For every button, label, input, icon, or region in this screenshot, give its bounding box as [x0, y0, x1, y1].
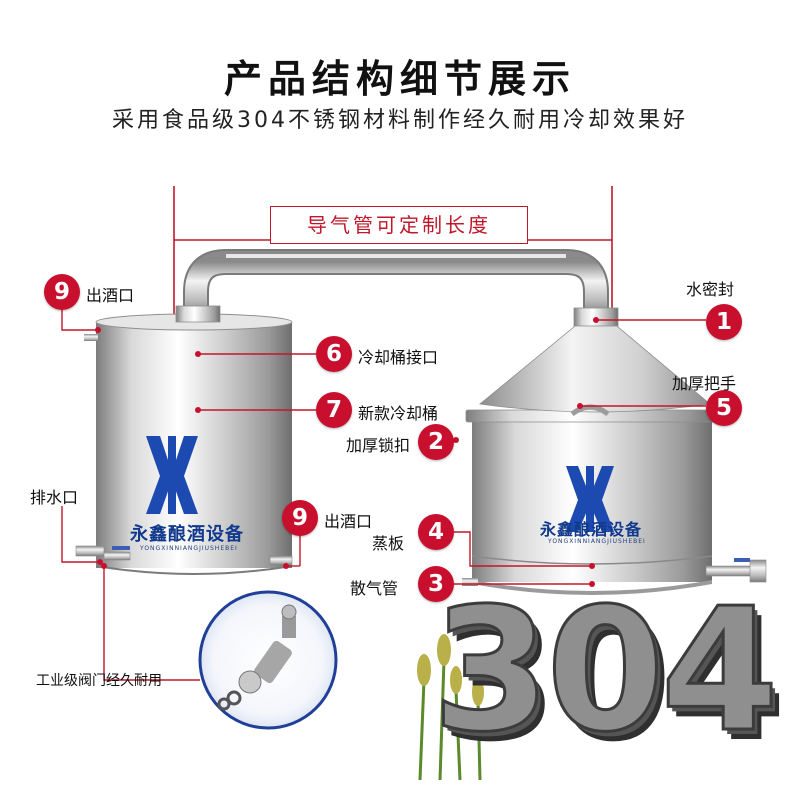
callout-label-4: 蒸板 — [372, 534, 405, 553]
gas-pipe — [183, 249, 609, 316]
hero-304-numeral: 304 — [431, 572, 781, 770]
brand-name-left: 永鑫酿酒设备 — [130, 524, 244, 545]
callout-label-3: 散气管 — [350, 579, 399, 598]
callout-badge-3: 3 — [418, 566, 454, 602]
callout-label-1: 水密封 — [686, 280, 735, 299]
callout-label-8: 出酒口 — [86, 286, 135, 305]
callout-label-9: 出酒口 — [324, 512, 373, 531]
leader-dots — [95, 317, 599, 587]
callout-badge-7: 7 — [316, 392, 352, 428]
callout-badge-9: 9 — [282, 500, 318, 536]
still-pot — [462, 307, 767, 595]
callout-label-2: 加厚锁扣 — [346, 436, 411, 455]
callout-badge-1: 1 — [706, 304, 742, 340]
callout-label-5: 加厚把手 — [672, 374, 737, 393]
callout-label-6: 冷却桶接口 — [358, 348, 439, 367]
wheat-heads — [417, 634, 484, 706]
callout-badge-5: 5 — [706, 390, 742, 426]
valve-detail-magnifier — [198, 590, 338, 730]
brand-logo-right — [566, 466, 614, 532]
callout-badge-8: 9 — [44, 274, 80, 310]
callout-badge-2: 2 — [418, 424, 454, 460]
valve-note-label: 工业级阀门经久耐用 — [36, 673, 162, 689]
wheat-plants — [418, 659, 482, 781]
callout-label-7: 新款冷却桶 — [358, 404, 439, 423]
cooling-tank — [75, 305, 293, 575]
brand-name-right: 永鑫酿酒设备 — [540, 520, 643, 539]
callout-badge-6: 6 — [316, 336, 352, 372]
drain-port-label: 排水口 — [30, 488, 79, 507]
brand-name-en-left: YONGXINNIANGJIUSHEBEI — [140, 545, 238, 552]
callout-badge-4: 4 — [418, 514, 454, 550]
pipe-length-banner: 导气管可定制长度 — [270, 206, 528, 244]
brand-name-en-right: YONGXINNIANGJIUSHEBEI — [548, 538, 646, 545]
page-subtitle: 采用食品级304不锈钢材料制作经久耐用冷却效果好 — [112, 108, 688, 133]
brand-logo-left — [146, 436, 198, 514]
page-title: 产品结构细节展示 — [223, 57, 576, 101]
